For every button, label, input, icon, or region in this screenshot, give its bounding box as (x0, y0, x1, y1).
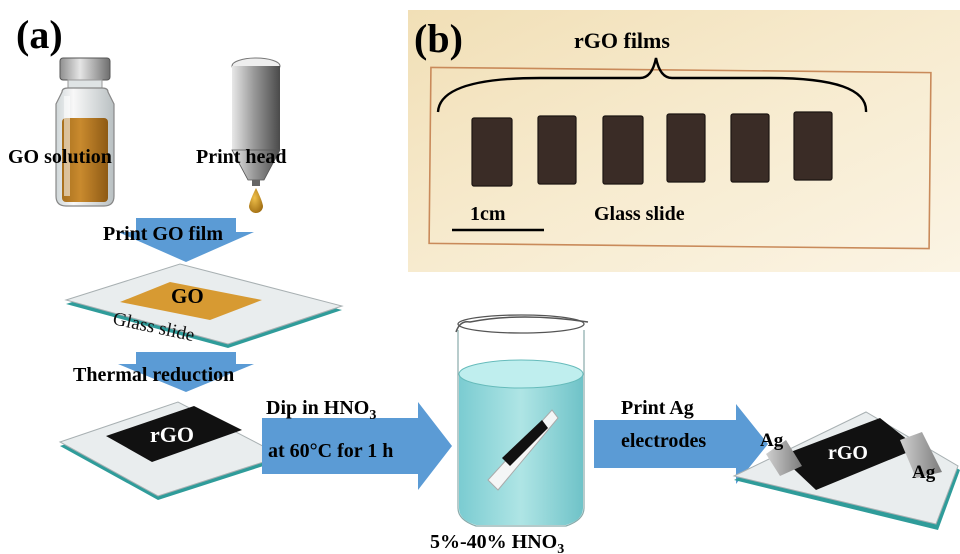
beaker-label: 5%-40% HNO3 (430, 531, 564, 554)
photo-glass-slide-label: Glass slide (594, 203, 685, 225)
step1-label: Print GO film (103, 223, 223, 245)
print-head-icon (231, 57, 281, 186)
glass-slide-rgo (58, 401, 284, 500)
beaker-icon (455, 314, 589, 527)
rgo-sample-2 (537, 115, 577, 185)
print-ag-line2: electrodes (621, 430, 706, 452)
go-vial-icon (55, 57, 115, 207)
rgo-film (106, 406, 242, 462)
glass-slide-go (64, 263, 344, 348)
rgo-films-title: rGO films (574, 28, 670, 53)
ag-electrode-right (900, 432, 942, 478)
rgo-sample-3 (602, 115, 644, 185)
final-rgo-label: rGO (828, 442, 868, 464)
rgo-film-samples (471, 111, 833, 187)
dip-label-line2: at 60°C for 1 h (268, 440, 393, 462)
rgo-sample-4 (666, 113, 706, 183)
brace-icon (436, 57, 868, 113)
go-solution-label: GO solution (8, 146, 112, 168)
final-rgo-film (780, 418, 918, 490)
panel-b-label: (b) (414, 16, 463, 61)
dip-label-line1: Dip in HNO3 (266, 397, 376, 423)
glass-slide-outline (428, 66, 932, 250)
arrow-right-print-ag (594, 404, 768, 484)
ink-droplet-icon (249, 188, 263, 213)
step2-label: Thermal reduction (73, 364, 234, 386)
panel-a-label: (a) (16, 12, 63, 57)
final-device (732, 411, 960, 530)
rgo-sample-1 (471, 117, 513, 187)
print-head-label: Print head (196, 146, 287, 168)
go-film (120, 282, 262, 320)
arrow-down-print (118, 218, 254, 262)
rgo-film-label: rGO (150, 422, 194, 447)
rgo-sample-6 (793, 111, 833, 181)
arrow-down-thermal (118, 352, 254, 392)
arrow-right-dip (262, 402, 452, 490)
ag-electrode-left (766, 440, 802, 476)
scale-label: 1cm (470, 203, 506, 225)
ag-right-label: Ag (912, 462, 936, 483)
ag-left-label: Ag (760, 430, 784, 451)
print-ag-line1: Print Ag (621, 397, 694, 419)
rgo-sample-5 (730, 113, 770, 183)
go-film-label: GO (171, 284, 204, 308)
